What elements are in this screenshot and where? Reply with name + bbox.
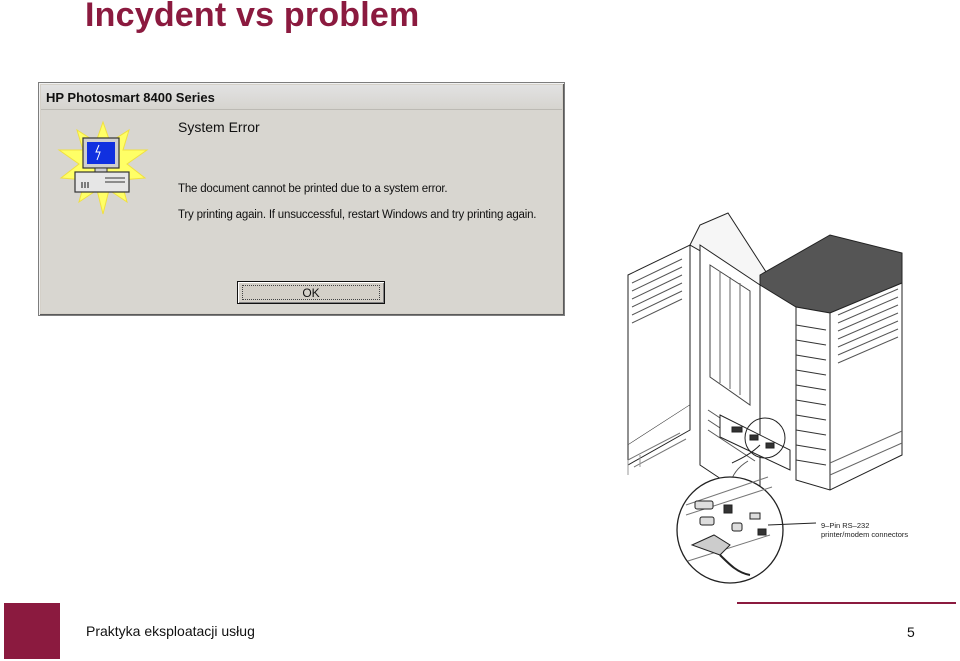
focus-rectangle [242, 285, 380, 300]
connector-callout-label: 9–Pin RS–232 printer/modem connectors [821, 521, 909, 539]
server-cabinet-illustration [627, 212, 903, 584]
dialog-message-line2: Try printing again. If unsuccessful, res… [178, 209, 537, 221]
dialog-titlebar[interactable]: HP Photosmart 8400 Series [41, 85, 562, 110]
footer-text: Praktyka eksploatacji usług [86, 623, 255, 639]
dialog-heading: System Error [178, 119, 260, 135]
dialog-title: HP Photosmart 8400 Series [46, 90, 215, 105]
footer-rule [737, 602, 956, 604]
dialog-body: System Error The document cannot be prin… [41, 110, 562, 313]
ok-button-label: OK [302, 285, 320, 300]
error-dialog: HP Photosmart 8400 Series System Error T… [38, 82, 565, 316]
dialog-message-line1: The document cannot be printed due to a … [178, 183, 448, 195]
slide-title: Incydent vs problem [85, 0, 420, 34]
page-number: 5 [907, 624, 915, 640]
footer-accent-square [4, 603, 60, 659]
ok-button[interactable]: OK [237, 281, 385, 304]
computer-error-icon [57, 120, 149, 215]
